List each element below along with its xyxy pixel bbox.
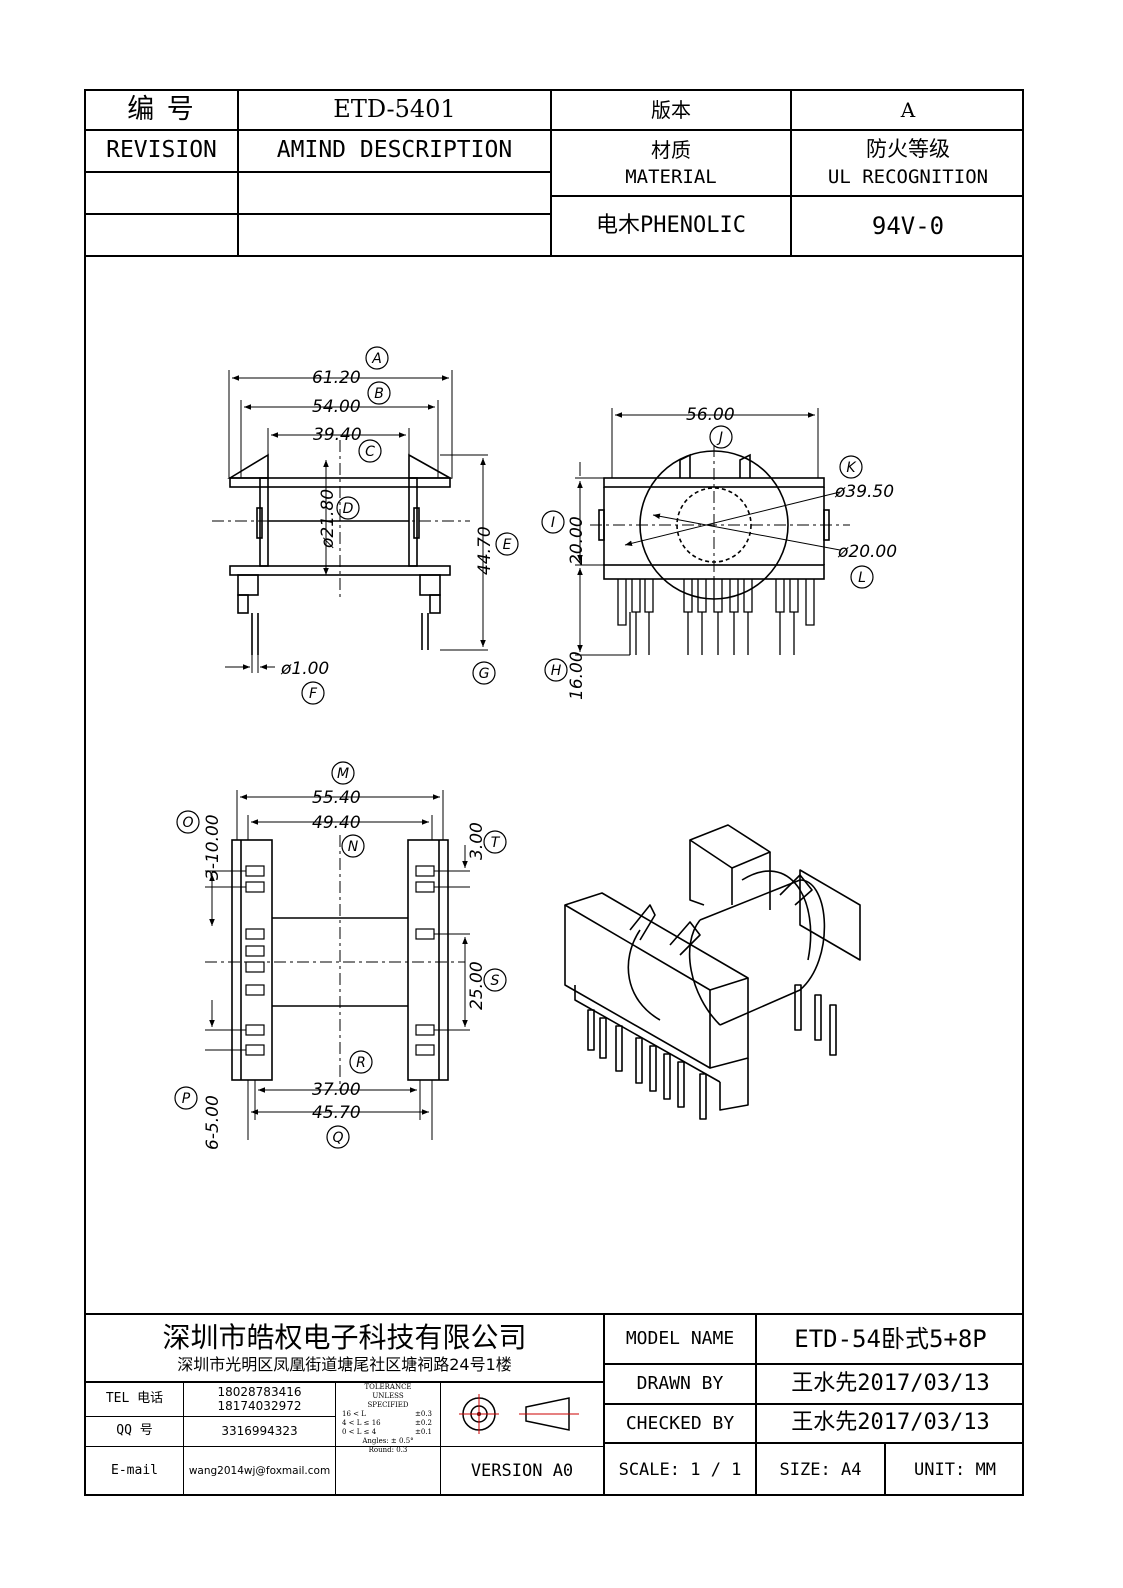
fire-rating-value: 94V-0 <box>871 211 945 240</box>
tel-values: 18028783416 18174032972 <box>184 1383 335 1416</box>
company-name: 深圳市皓权电子科技有限公司 <box>162 1320 527 1354</box>
version-value: A <box>900 97 916 122</box>
bottom-view <box>205 790 470 1140</box>
dim-I-text: 20.00 <box>567 516 587 565</box>
model-name-label: MODEL NAME <box>625 1328 735 1350</box>
scale-text: SCALE: 1 / 1 <box>618 1459 742 1480</box>
callout-S: S <box>491 973 500 989</box>
callout-H: H <box>551 663 562 679</box>
dim-J-text: 56.00 <box>686 405 735 425</box>
material-header: 材质 MATERIAL <box>552 131 790 195</box>
callout-C: C <box>365 444 375 460</box>
dim-O-text: 3-10.00 <box>203 814 223 880</box>
callouts <box>174 346 874 1149</box>
checked-by-value: 王水先2017/03/13 <box>791 1410 990 1436</box>
qq-value: 3316994323 <box>221 1423 298 1438</box>
callout-L: L <box>858 570 866 586</box>
drawn-by-label: DRAWN BY <box>636 1373 724 1395</box>
callout-T: T <box>491 835 501 851</box>
dim-S-text: 25.00 <box>467 961 487 1010</box>
tel-label: TEL 电话 <box>105 1391 164 1407</box>
version-text: VERSION A0 <box>470 1461 574 1482</box>
callout-Q: Q <box>332 1130 343 1146</box>
dim-C-text: 39.40 <box>313 425 362 445</box>
drawing-frame <box>84 89 1024 1496</box>
callout-I: I <box>551 515 555 531</box>
size-text: SIZE: A4 <box>779 1459 862 1480</box>
dim-Q-text: 45.70 <box>312 1103 361 1123</box>
callout-letters: A B C D E F G H I J K L M N O P Q R S T <box>182 351 866 1146</box>
version-label: 版本 <box>651 97 691 122</box>
tel-value-2: 18174032972 <box>217 1398 302 1413</box>
front-view <box>212 370 488 673</box>
isometric-view <box>564 824 861 1120</box>
dim-R-text: 37.00 <box>312 1080 361 1100</box>
tel-value-1: 18028783416 <box>217 1385 302 1400</box>
tolerance-row: 0 < L ≤ 4±0.1 <box>342 1428 432 1436</box>
email-label: E-mail <box>111 1463 158 1479</box>
tolerance-title-1: TOLERANCE <box>364 1383 412 1391</box>
callout-M: M <box>337 766 349 782</box>
number-label: 编 号 <box>127 93 196 125</box>
tolerance-title-2: UNLESS <box>372 1392 404 1400</box>
dim-L-text: ø20.00 <box>837 542 897 562</box>
unit-text: UNIT: MM <box>914 1459 996 1480</box>
revision-label: REVISION <box>106 137 217 164</box>
callout-D: D <box>343 501 354 517</box>
callout-B: B <box>374 386 384 402</box>
callout-P: P <box>182 1091 191 1107</box>
front-view-labels: 61.20 54.00 39.40 ø21.80 44.70 ø1.00 <box>280 368 495 679</box>
bottom-view-labels: 55.40 49.40 37.00 45.70 3-10.00 6-5.00 3… <box>203 788 487 1150</box>
dim-E-text: 44.70 <box>475 526 495 575</box>
tolerance-title-3: SPECIFIED <box>367 1401 409 1409</box>
material-value: 电木PHENOLIC <box>596 212 746 238</box>
tolerance-angles: Angles: ± 0.5° <box>362 1437 414 1445</box>
email-value: wang2014wj@foxmail.com <box>188 1464 331 1477</box>
fire-rating-label-cn: 防火等级 <box>866 137 950 161</box>
amind-description-label: AMIND DESCRIPTION <box>276 137 513 164</box>
dim-D-text: ø21.80 <box>318 489 338 549</box>
qq-label: QQ 号 <box>116 1423 153 1439</box>
callout-A: A <box>371 351 382 367</box>
callout-G: G <box>479 666 490 682</box>
model-name-value: ETD-54卧式5+8P <box>794 1324 987 1353</box>
dim-N-text: 49.40 <box>312 813 361 833</box>
tolerance-row: 16 < L±0.3 <box>342 1410 432 1418</box>
callout-R: R <box>356 1055 366 1071</box>
dim-H-text: 16.00 <box>567 651 587 700</box>
part-number: ETD-5401 <box>333 95 456 124</box>
side-view-labels: 56.00 ø39.50 ø20.00 20.00 16.00 <box>567 405 897 700</box>
material-label-cn: 材质 <box>651 137 691 162</box>
company-info: 深圳市皓权电子科技有限公司 深圳市光明区凤凰街道塘尾社区塘祠路24号1楼 <box>86 1316 603 1380</box>
tolerance-row: 4 < L ≤ 16±0.2 <box>342 1419 432 1427</box>
checked-by-label: CHECKED BY <box>625 1412 735 1434</box>
dim-T-text: 3.00 <box>467 822 487 860</box>
material-label-en: MATERIAL <box>625 165 717 188</box>
projection-symbol-icon <box>459 1394 579 1434</box>
dim-K-text: ø39.50 <box>834 482 894 502</box>
side-view <box>575 408 850 656</box>
callout-E: E <box>503 537 512 553</box>
callout-J: J <box>716 430 723 446</box>
callout-F: F <box>309 686 318 702</box>
dim-F-text: ø1.00 <box>280 659 329 679</box>
fire-rating-label-en: UL RECOGNITION <box>827 166 989 189</box>
dim-A-text: 61.20 <box>312 368 361 388</box>
callout-N: N <box>348 839 359 855</box>
dim-B-text: 54.00 <box>312 397 361 417</box>
tolerance-round: Round: 0.3 <box>368 1446 408 1454</box>
drawn-by-value: 王水先2017/03/13 <box>791 1370 990 1396</box>
dim-M-text: 55.40 <box>312 788 361 808</box>
company-address: 深圳市光明区凤凰街道塘尾社区塘祠路24号1楼 <box>177 1354 512 1374</box>
callout-O: O <box>182 815 193 831</box>
dim-P-text: 6-5.00 <box>203 1095 223 1150</box>
tolerance-block: TOLERANCE UNLESS SPECIFIED 16 < L±0.3 4 … <box>336 1383 440 1495</box>
callout-K: K <box>846 460 857 476</box>
fire-rating-header: 防火等级 UL RECOGNITION <box>792 131 1024 195</box>
